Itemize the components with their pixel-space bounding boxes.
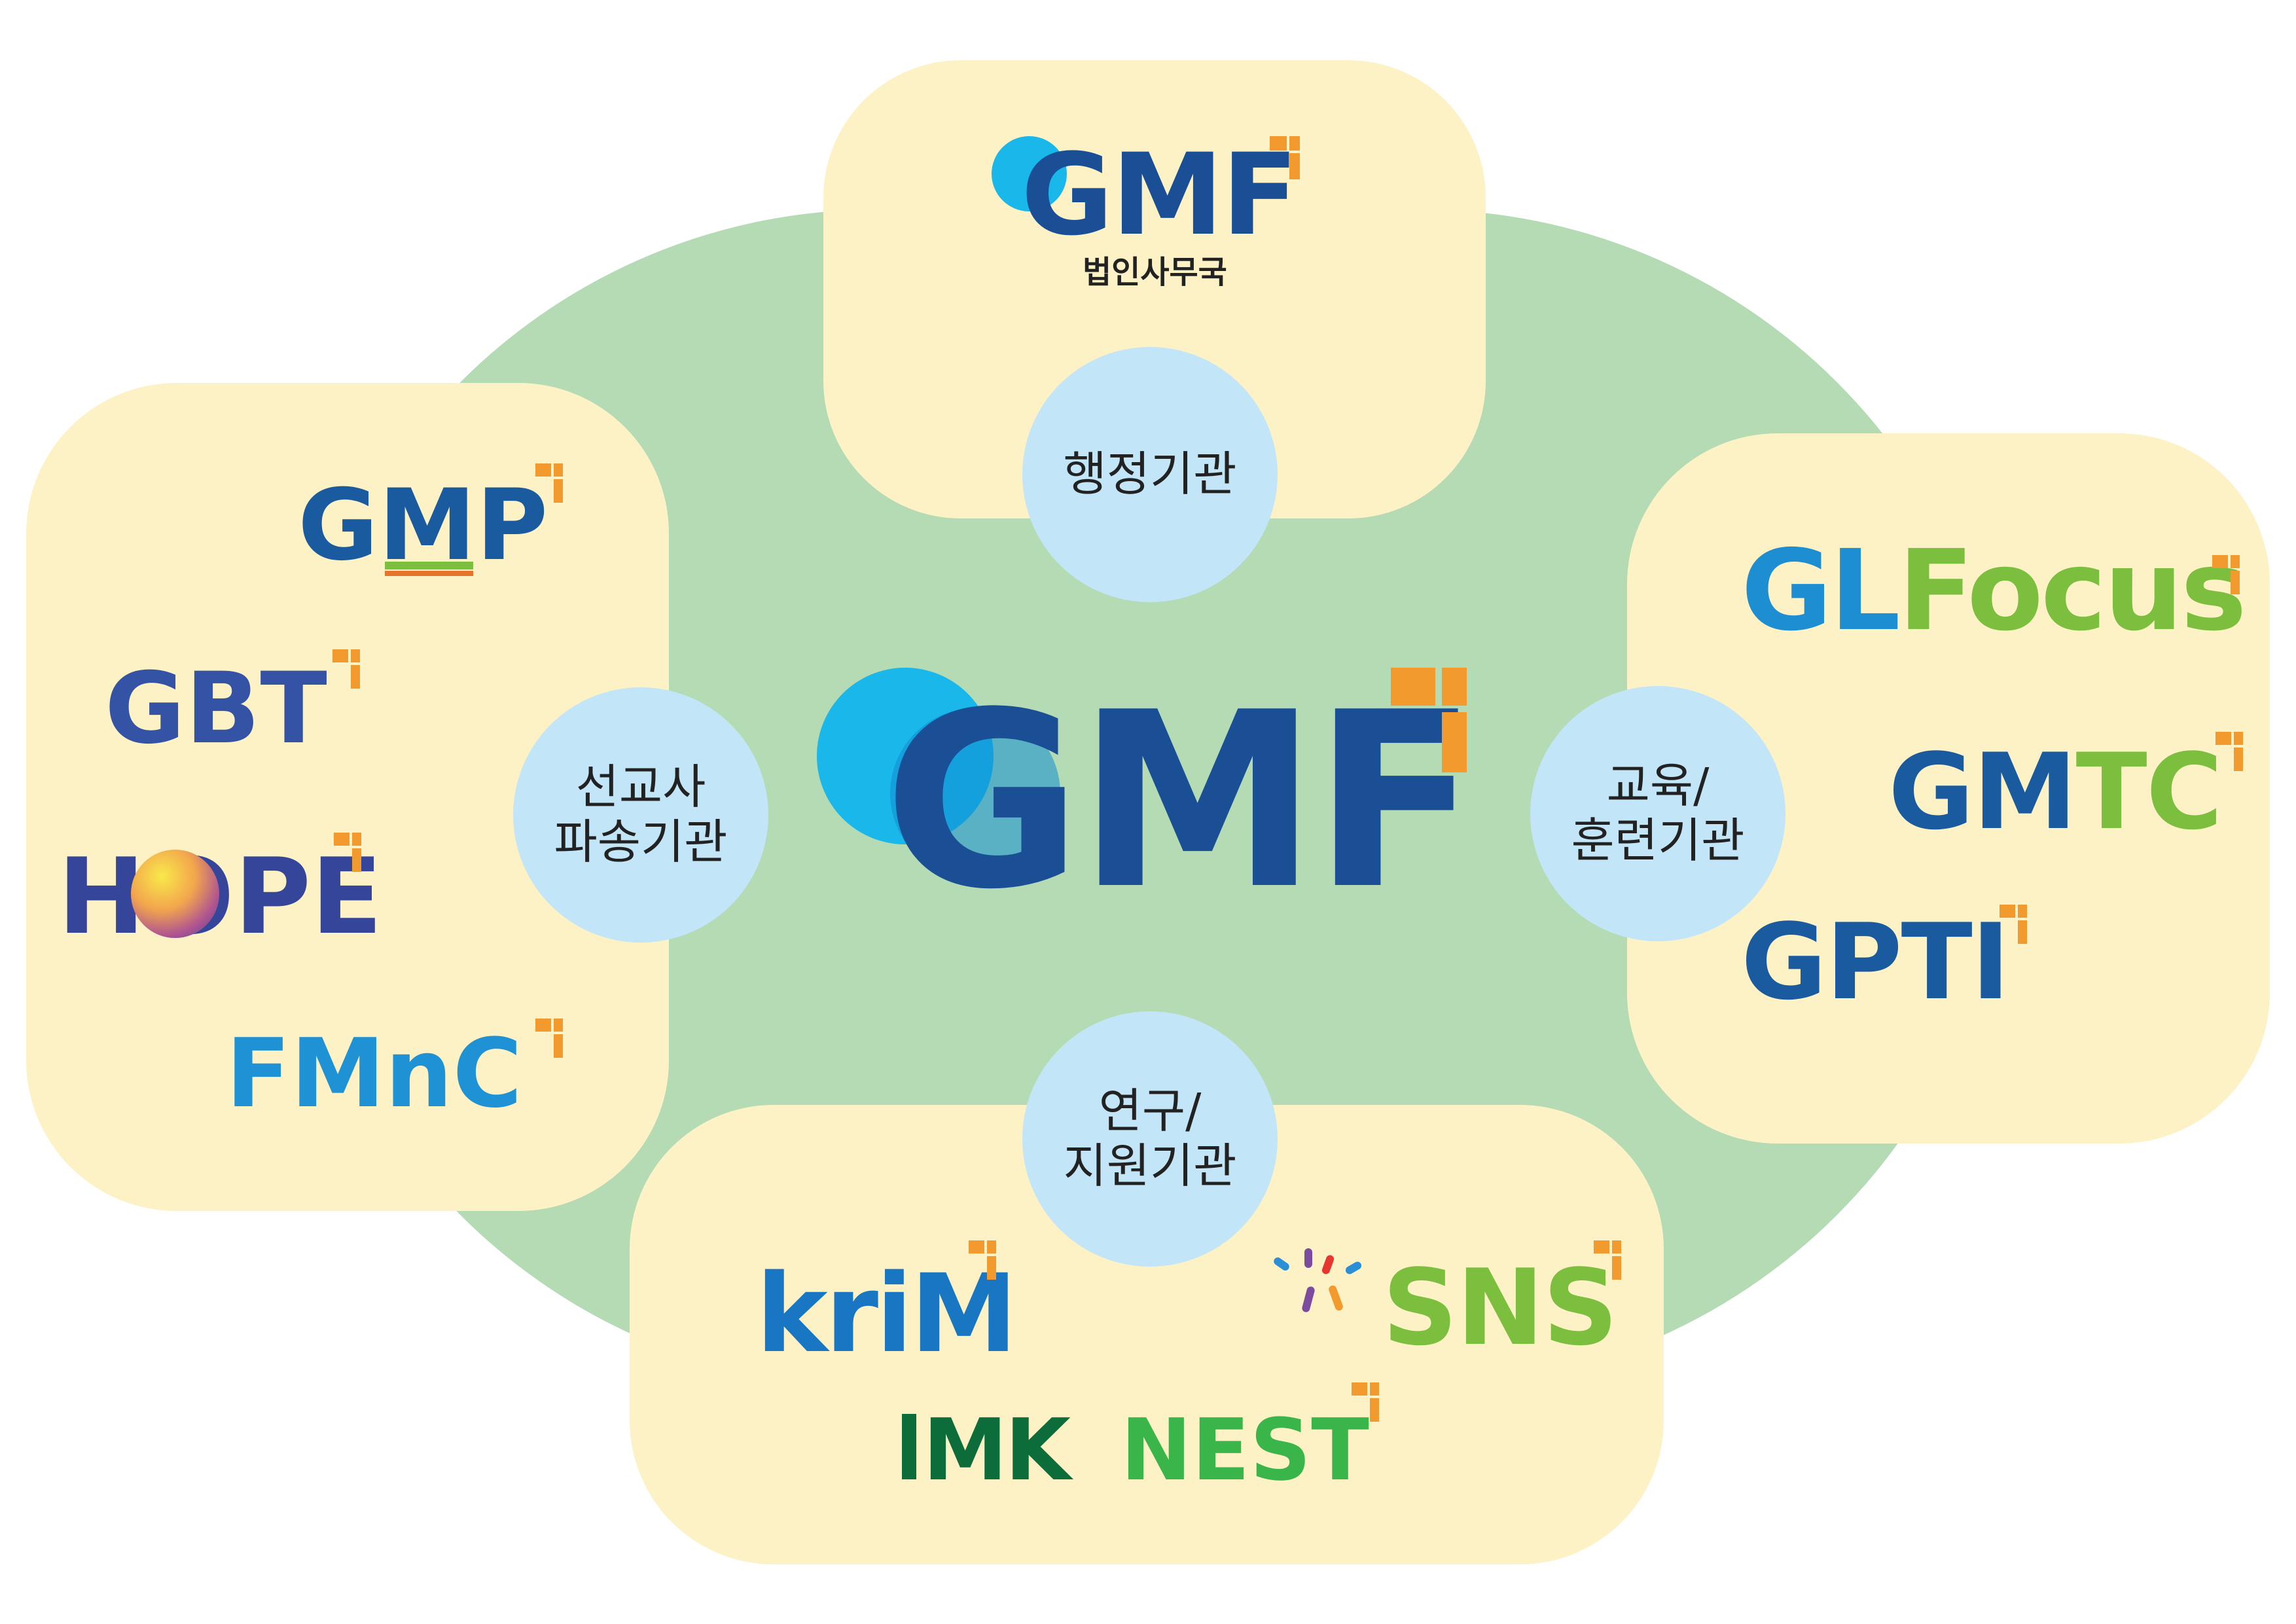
glfocus-logo-part-b: Focus xyxy=(1897,526,2247,656)
mk-logo-text: MK xyxy=(923,1400,1071,1500)
gmtc-logo-part-b: TC xyxy=(2075,731,2223,853)
gmtc-logo: GMTC xyxy=(1888,740,2223,844)
center-logo-circle-shade xyxy=(890,708,1060,878)
gmp-logo: GMP xyxy=(298,469,548,583)
admin-bubble: 행정기관 xyxy=(1022,347,1278,602)
krim-logo: kriM xyxy=(756,1251,1018,1377)
research-bubble: 연구/ 지원기관 xyxy=(1022,1011,1278,1267)
admin-logo: GMF xyxy=(1021,129,1299,261)
gbt-logo: GBT xyxy=(105,652,327,766)
gmp-logo-green-bar xyxy=(385,562,473,569)
fmnc-logo: FMnC xyxy=(226,1019,522,1129)
hope-logo-sphere xyxy=(131,850,219,938)
mk-logo: MK xyxy=(902,1407,1071,1492)
nest-logo: NEST xyxy=(1121,1400,1369,1500)
sns-figure-icon xyxy=(1266,1247,1378,1326)
glfocus-logo: GLFocus xyxy=(1741,535,2247,647)
gmp-logo-orange-bar xyxy=(385,571,473,576)
training-bubble: 교육/ 훈련기관 xyxy=(1530,686,1785,941)
sns-logo: SNS xyxy=(1382,1246,1618,1369)
center-logo: GMF xyxy=(884,661,1479,943)
mk-logo-bar xyxy=(902,1414,916,1479)
gmtc-logo-part-a: GM xyxy=(1888,731,2077,853)
glfocus-logo-part-a: GL xyxy=(1741,526,1901,656)
hope-logo: HOPE xyxy=(58,835,383,958)
mission-bubble: 선교사 파송기관 xyxy=(513,687,768,943)
admin-logo-subtitle: 법인사무국 xyxy=(1083,254,1227,291)
gpti-logo: GPTI xyxy=(1741,901,2010,1023)
admin-logo-circle xyxy=(992,136,1067,211)
